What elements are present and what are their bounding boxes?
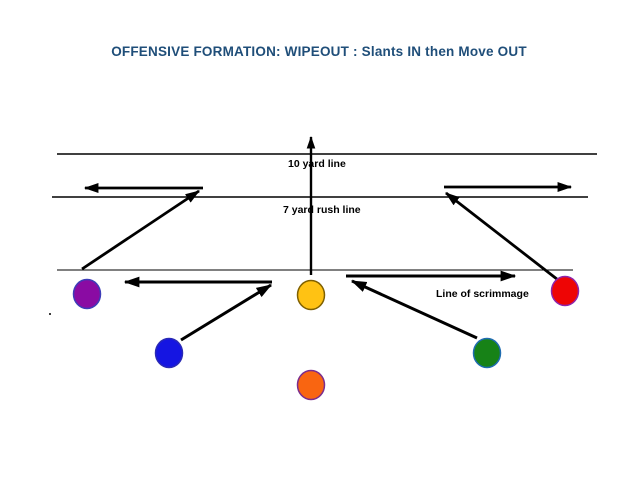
player-orange (296, 369, 326, 401)
player-blue (154, 337, 184, 369)
right-receiver-slant-in-arrow (445, 191, 563, 285)
player-green (472, 337, 502, 369)
player-yellow (296, 279, 326, 311)
line-of-scrimmage-label: Line of scrimmage (436, 288, 529, 300)
player-red (550, 275, 580, 307)
page-title: OFFENSIVE FORMATION: WIPEOUT : Slants IN… (111, 44, 527, 59)
player-purple (72, 278, 102, 310)
ten-yard-line-label: 10 yard line (288, 158, 346, 170)
stray-dot (49, 313, 51, 315)
right-back-slant-in-arrow (350, 279, 478, 340)
seven-yard-rush-line-label: 7 yard rush line (283, 204, 361, 216)
left-receiver-slant-in-arrow (81, 189, 200, 271)
left-back-slant-in-arrow (180, 283, 273, 342)
